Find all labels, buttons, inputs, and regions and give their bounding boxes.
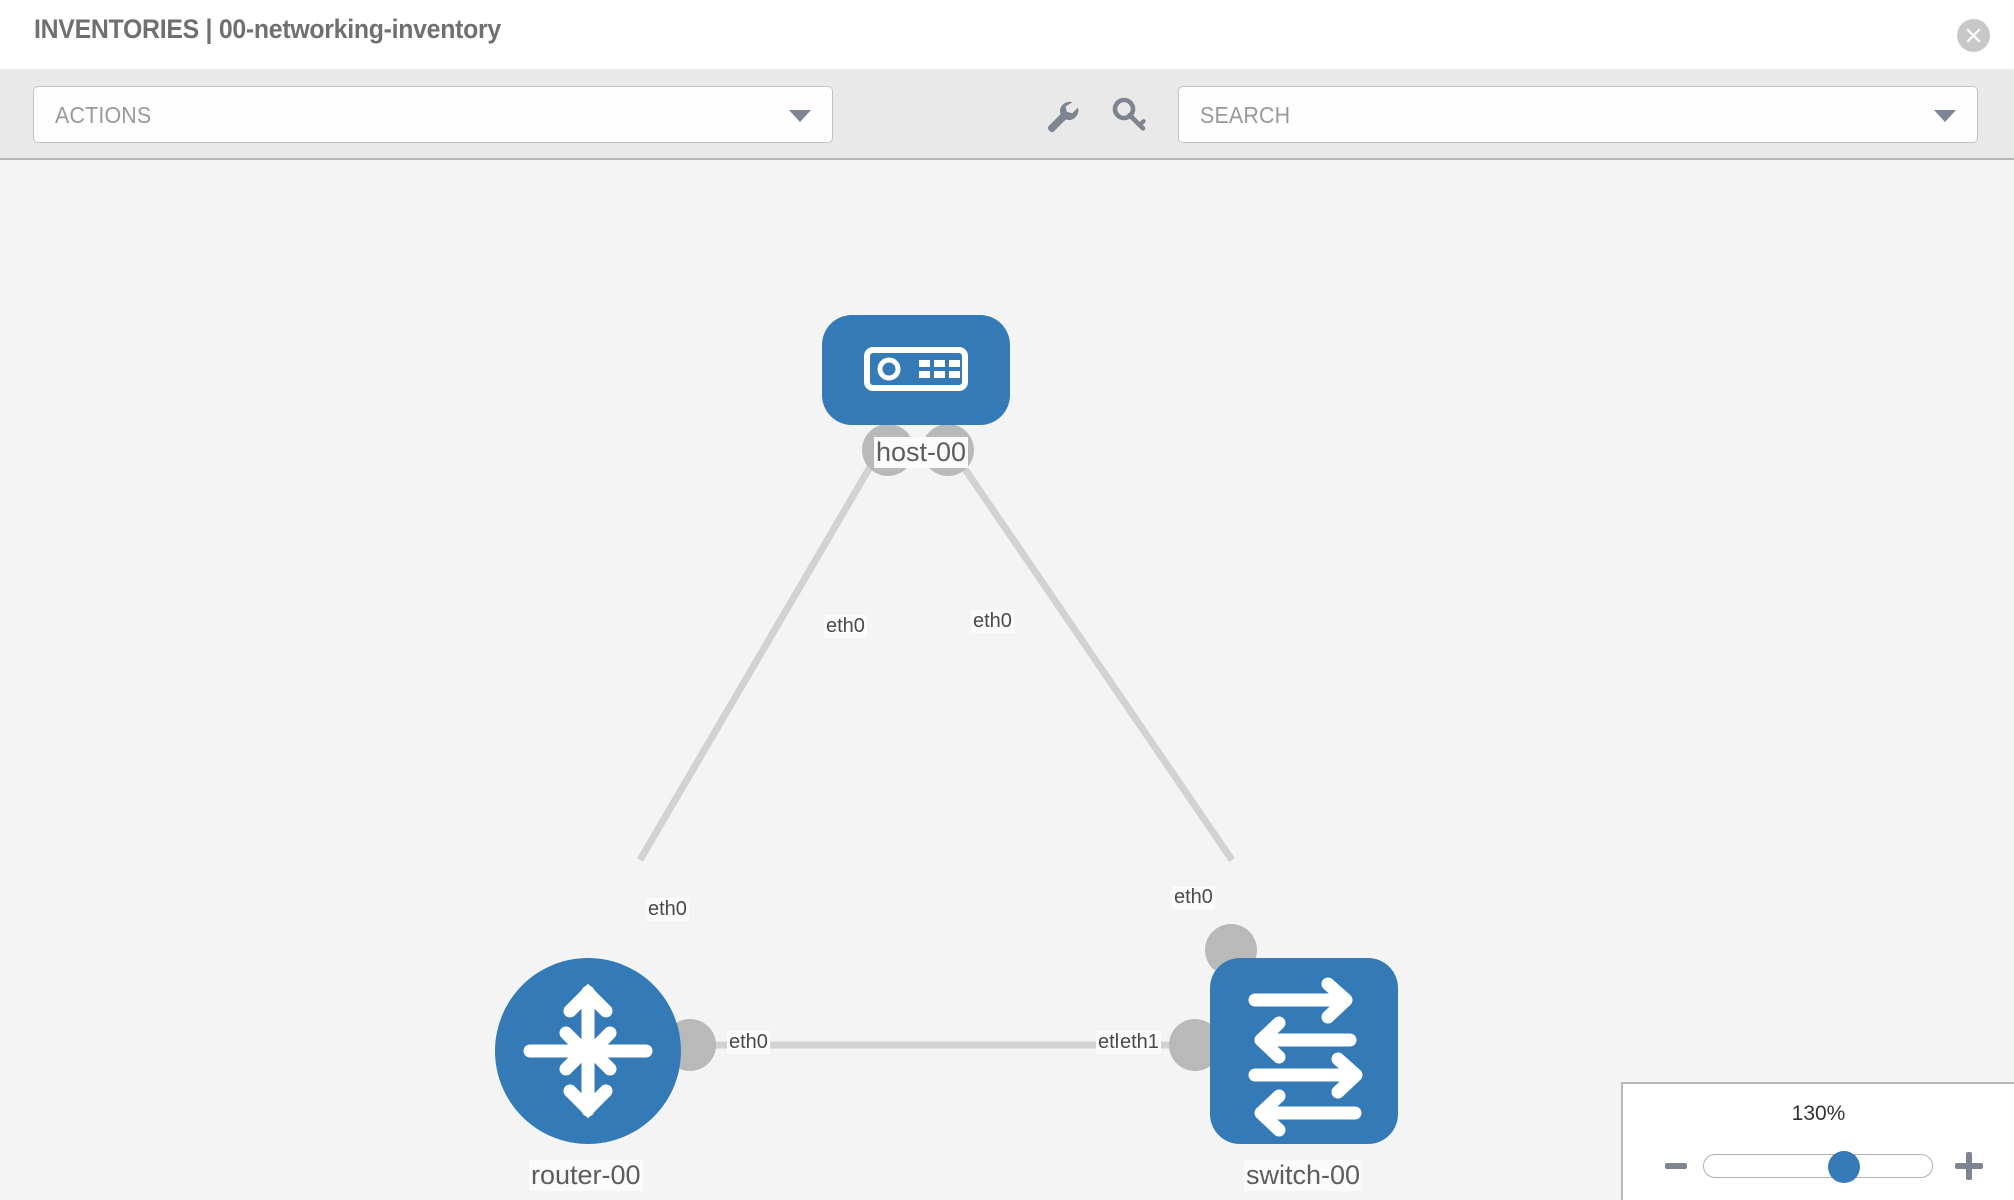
iface-label: eth0: [824, 615, 867, 638]
page-title: INVENTORIES | 00-networking-inventory: [34, 14, 501, 44]
zoom-slider[interactable]: [1703, 1151, 1933, 1183]
iface-label: eth1: [1118, 1031, 1161, 1054]
chevron-down-icon: [789, 110, 811, 122]
endpoint-switch-eth1: [1169, 1019, 1221, 1071]
topology-canvas[interactable]: host-00 router-00 switch-00 eth0 eth0 et…: [0, 160, 2014, 1200]
chevron-down-icon[interactable]: [1934, 110, 1956, 122]
iface-label: eth0: [1172, 886, 1215, 909]
edge-host-router: [636, 448, 884, 862]
node-host-00[interactable]: [822, 315, 1010, 425]
node-label-switch-00: switch-00: [1244, 1160, 1363, 1191]
plus-icon[interactable]: [1955, 1152, 1983, 1180]
iface-label: eth0: [971, 610, 1014, 633]
iface-label: eth0: [646, 898, 689, 921]
minus-icon[interactable]: [1665, 1163, 1687, 1169]
actions-dropdown-label: ACTIONS: [55, 102, 152, 128]
node-router-00[interactable]: [495, 958, 681, 1144]
topology-graph: [495, 315, 1398, 1144]
node-switch-00[interactable]: [1210, 958, 1398, 1144]
topology-toolbar: ACTIONS SEARCH: [0, 69, 2014, 160]
wrench-icon[interactable]: [1042, 96, 1080, 134]
zoom-control-panel: 130%: [1621, 1082, 2014, 1200]
search-input[interactable]: SEARCH: [1178, 86, 1978, 143]
key-icon[interactable]: [1110, 96, 1148, 134]
zoom-slider-thumb[interactable]: [1828, 1151, 1860, 1183]
node-label-router-00: router-00: [529, 1160, 643, 1191]
iface-label: eth0: [727, 1031, 770, 1054]
edge-host-switch: [949, 448, 1235, 862]
search-placeholder: SEARCH: [1200, 102, 1291, 128]
zoom-level-value: 130%: [1791, 1102, 1846, 1125]
node-label-host-00: host-00: [874, 437, 969, 468]
close-icon[interactable]: [1957, 19, 1990, 52]
page-header: INVENTORIES | 00-networking-inventory: [0, 0, 2014, 69]
actions-dropdown[interactable]: ACTIONS: [33, 86, 833, 143]
